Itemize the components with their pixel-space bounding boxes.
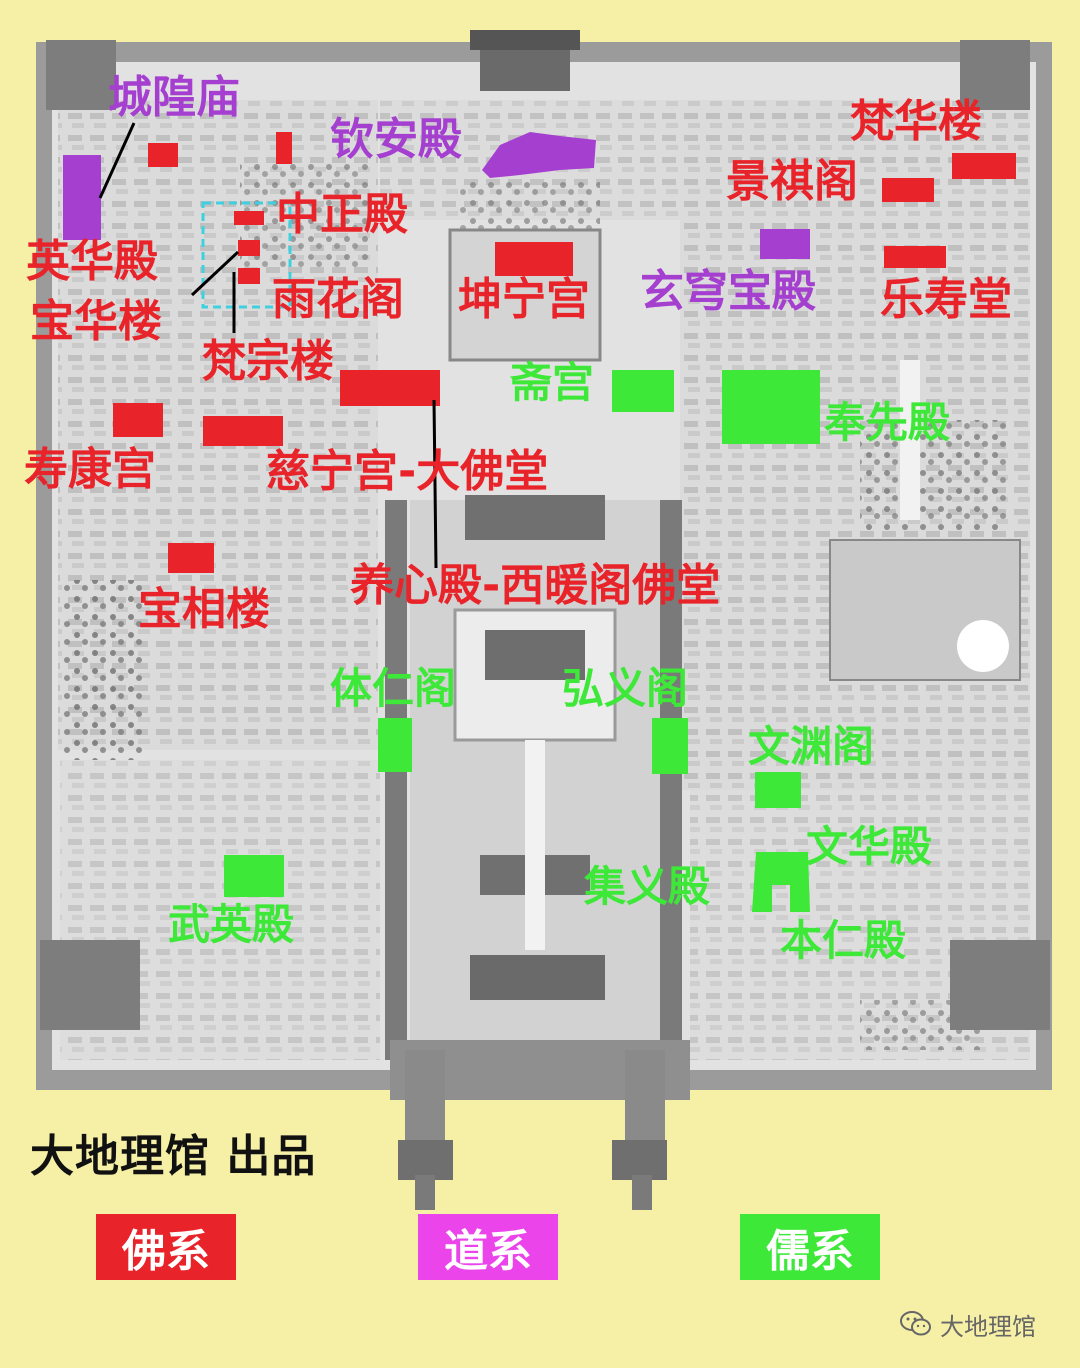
meridian-gate-west-stem <box>415 1175 435 1210</box>
label-baohualou: 宝华楼 <box>30 296 162 347</box>
tree-grove <box>64 580 144 760</box>
corner-tower-nw <box>46 40 116 110</box>
label-fengxiandian: 奉先殿 <box>824 398 951 447</box>
label-jingqige: 景祺阁 <box>726 156 858 207</box>
gate-roof <box>470 955 605 1000</box>
leader-line-baohualou <box>190 250 240 297</box>
label-benrendian: 本仁殿 <box>780 916 907 965</box>
legend-buddhist: 佛系 <box>96 1214 236 1280</box>
watermark-text: 大地理馆 <box>940 1312 1036 1341</box>
west-corridor <box>385 500 407 1060</box>
leader-line-yangxindian <box>432 399 438 569</box>
meridian-gate-east-stem <box>632 1175 652 1210</box>
credit-text: 大地理馆 出品 <box>30 1131 317 1182</box>
meridian-gate-east-tower <box>612 1140 667 1180</box>
kunninggong-marker <box>495 242 573 276</box>
cininggong-hall-marker <box>203 416 283 446</box>
north-gate-roof <box>470 30 580 50</box>
tirenge-marker <box>378 718 412 772</box>
cininggong-marker <box>340 370 440 406</box>
corner-tower-se <box>950 940 1050 1030</box>
label-leshoutang: 乐寿堂 <box>880 274 1012 325</box>
chenghuangmiao-marker <box>63 155 101 240</box>
upper-hall-roof <box>465 495 605 540</box>
legend-confucian: 儒系 <box>740 1214 880 1280</box>
label-wenhuadian: 文华殿 <box>806 822 933 871</box>
tree-grove <box>860 420 1010 530</box>
jingqige-marker <box>882 178 934 202</box>
shoukanggong-marker <box>113 403 163 437</box>
label-yangxindian: 养心殿-西暖阁佛堂 <box>350 560 721 611</box>
label-shoukanggong: 寿康宫 <box>24 444 156 495</box>
wenyuange-marker <box>755 772 801 808</box>
fanzonglou-marker <box>238 268 260 284</box>
zhongzhengdian-marker <box>234 211 264 225</box>
baoxianglou-marker <box>168 543 214 573</box>
east-path <box>900 360 920 520</box>
dashed-highlight <box>201 201 292 309</box>
label-tirenge: 体仁阁 <box>330 664 457 713</box>
label-baoxianglou: 宝相楼 <box>138 584 270 635</box>
corner-tower-ne <box>960 40 1030 110</box>
meridian-gate-west-tower <box>398 1140 453 1180</box>
legend-taoist: 道系 <box>418 1214 558 1280</box>
main-hall-roof <box>485 630 585 680</box>
label-fanhualou: 梵华楼 <box>850 96 982 147</box>
leshoutang-marker <box>884 246 946 268</box>
label-xuanqiongbaodian: 玄穹宝殿 <box>640 266 816 317</box>
label-zhongzhengdian: 中正殿 <box>276 189 408 240</box>
yuhuage-marker <box>238 240 260 256</box>
wuyingdian-marker <box>224 855 284 897</box>
leader-line-chenghuangmiao <box>98 122 136 199</box>
label-chenghuangmiao: 城隍庙 <box>108 72 240 123</box>
wenhuadian-marker <box>752 852 810 912</box>
watermark: 大地理馆 <box>900 1304 1036 1344</box>
label-jiyidian: 集义殿 <box>584 862 711 911</box>
label-fanzonglou: 梵宗楼 <box>202 336 334 387</box>
label-zhaigong: 斋宫 <box>510 358 595 407</box>
zhaigong-marker <box>612 370 674 412</box>
corner-tower-sw <box>40 940 140 1030</box>
east-corridor <box>660 500 682 1060</box>
label-hongyige: 弘义阁 <box>562 664 689 713</box>
white-circle-marker <box>957 620 1009 672</box>
xuanqiongbaodian-marker <box>760 229 810 259</box>
label-cininggong: 慈宁宫-大佛堂 <box>266 446 549 497</box>
fanhualou-marker <box>952 153 1016 179</box>
label-wenyuange: 文渊阁 <box>748 722 875 771</box>
red-marker-1 <box>148 143 178 167</box>
central-path <box>525 740 545 950</box>
label-wuyingdian: 武英殿 <box>168 900 295 949</box>
wechat-icon <box>900 1311 931 1336</box>
red-marker-2 <box>276 132 292 164</box>
label-yuhuage: 雨花阁 <box>272 274 404 325</box>
label-qinandian: 钦安殿 <box>330 114 462 165</box>
hongyige-marker <box>652 718 688 774</box>
qinandian-marker <box>482 132 596 178</box>
label-kunninggong: 坤宁宫 <box>458 274 590 325</box>
fengxiandian-marker <box>722 370 820 444</box>
label-yinghuadian: 英华殿 <box>26 236 158 287</box>
